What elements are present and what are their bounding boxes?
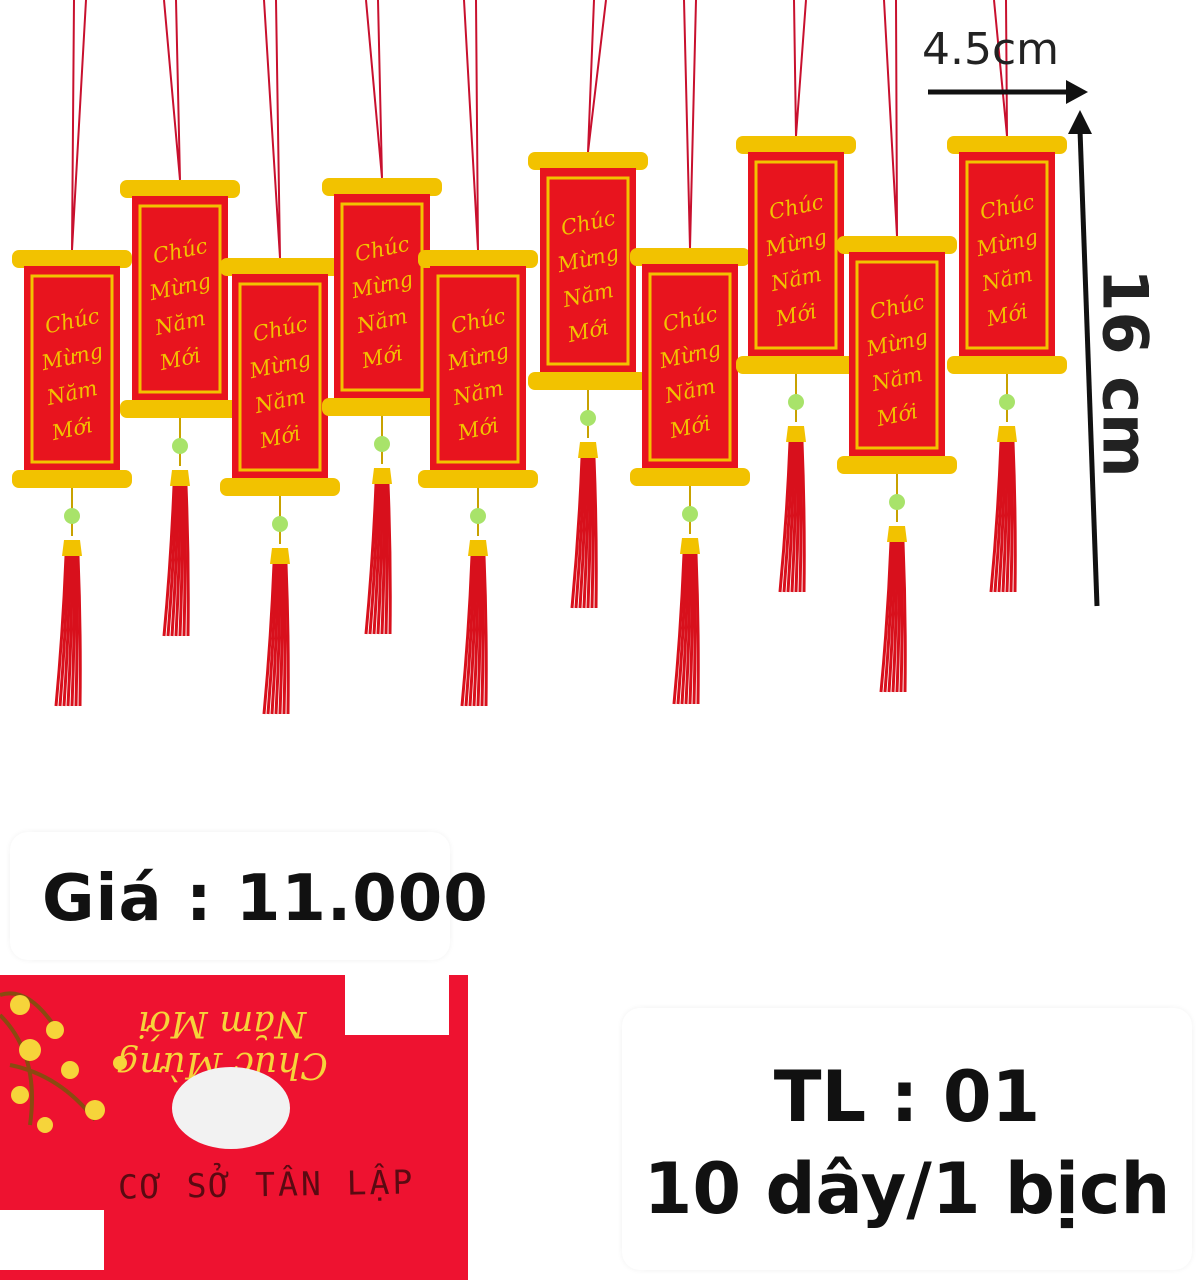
product-info-box: TL : 01 10 dây/1 bịch bbox=[622, 1008, 1192, 1270]
width-dimension-label: 4.5cm bbox=[922, 24, 1060, 75]
price-text: Giá : 11.000 bbox=[42, 862, 489, 936]
package-quantity-text: 10 dây/1 bịch bbox=[643, 1148, 1171, 1230]
price-label-box bbox=[10, 832, 450, 960]
product-code-text: TL : 01 bbox=[773, 1056, 1041, 1138]
bag-maker-text: CƠ SỞ TÂN LẬP bbox=[117, 1162, 416, 1207]
bag-white-tag bbox=[0, 1210, 104, 1270]
bag-hang-hole bbox=[172, 1067, 290, 1149]
ornament-strings-photo: ChúcMừngNămMớiChúcMừngNămMớiChúcMừngNămM… bbox=[12, 0, 1100, 715]
apricot-blossom-illustration bbox=[0, 991, 127, 1133]
bag-corner-cutout bbox=[345, 975, 449, 1035]
dimension-arrows bbox=[928, 80, 1100, 607]
packaging-bag: Chúc Mừng Năm Mới CƠ SỞ TÂN LẬP bbox=[0, 975, 468, 1280]
height-dimension-label: 16 cm bbox=[1080, 268, 1170, 478]
height-dimension-text: 16 cm bbox=[1088, 268, 1162, 478]
